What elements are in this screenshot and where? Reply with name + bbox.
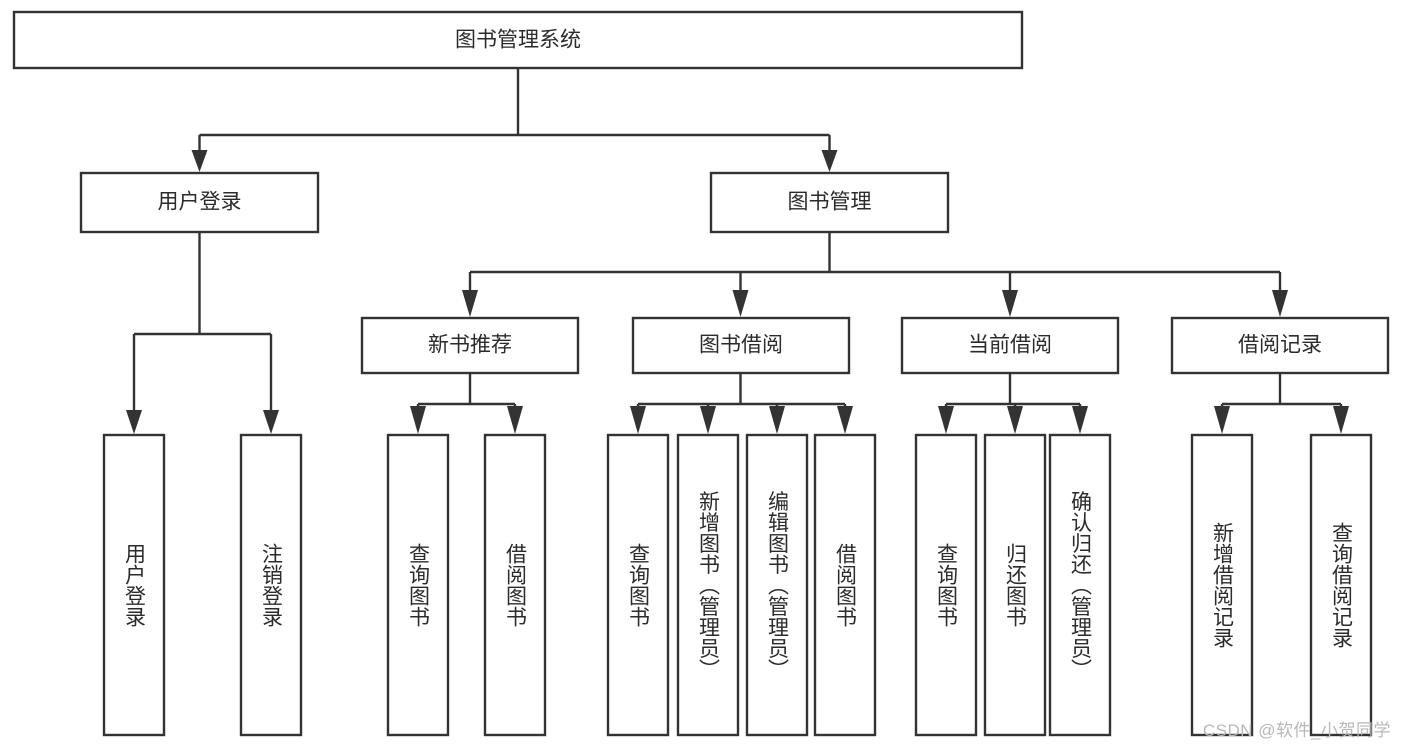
arrow-head-newbook-to-leaf3 <box>410 406 426 434</box>
node-leaf12-box <box>1190 433 1254 737</box>
node-leaf13-box <box>1309 433 1373 737</box>
node-bookmgmt[interactable]: 图书管理 <box>709 171 950 234</box>
node-record-label: 借阅记录 <box>1238 334 1322 357</box>
node-newbook[interactable]: 新书推荐 <box>360 316 580 375</box>
arrow-head-bookmgmt-to-record <box>1272 290 1288 317</box>
node-login[interactable]: 用户登录 <box>79 171 320 234</box>
node-bookmgmt-label: 图书管理 <box>788 191 872 214</box>
arrow-head-borrow-to-leaf6 <box>700 406 716 434</box>
arrow-head-borrow-to-leaf7 <box>769 406 785 434</box>
node-leaf4-box <box>483 433 547 737</box>
node-leaf3-label: 查询图书 <box>407 543 431 627</box>
node-bookmgmt-box <box>709 171 950 234</box>
node-leaf2[interactable]: 注销登录 <box>239 433 303 737</box>
node-leaf13[interactable]: 查询借阅记录 <box>1309 433 1373 737</box>
node-leaf9-label: 查询图书 <box>935 543 959 627</box>
node-leaf3-box <box>386 433 450 737</box>
node-leaf8-label: 借阅图书 <box>834 543 858 627</box>
node-leaf8-box <box>813 433 877 737</box>
arrow-head-current-to-leaf10 <box>1007 406 1023 434</box>
arrow-head-bookmgmt-to-borrow <box>732 290 749 317</box>
connector-group-current <box>938 373 1088 434</box>
node-borrow-box <box>631 316 851 375</box>
connector-group-bookmgmt <box>462 232 1288 317</box>
arrow-head-current-to-leaf11 <box>1072 406 1088 434</box>
node-leaf13-label: 查询借阅记录 <box>1330 522 1354 648</box>
arrow-head-newbook-to-leaf4 <box>507 406 523 434</box>
connector-group-root <box>191 68 838 172</box>
node-borrow[interactable]: 图书借阅 <box>631 316 851 375</box>
node-leaf2-label: 注销登录 <box>260 543 284 627</box>
node-leaf1-label: 用户登录 <box>123 543 147 627</box>
node-borrow-label: 图书借阅 <box>699 334 783 357</box>
node-leaf5-label: 查询图书 <box>627 543 651 627</box>
node-root-box <box>12 10 1024 70</box>
node-leaf6-box <box>676 433 740 737</box>
node-leaf10[interactable]: 归还图书 <box>983 433 1047 737</box>
arrow-head-root-to-login <box>191 150 208 172</box>
node-leaf7[interactable]: 编辑图书（管理员） <box>745 433 809 737</box>
node-leaf6[interactable]: 新增图书（管理员） <box>676 433 740 737</box>
node-leaf9-box <box>914 433 978 737</box>
node-leaf6-label: 新增图书（管理员） <box>697 491 721 680</box>
node-leaf8[interactable]: 借阅图书 <box>813 433 877 737</box>
node-record[interactable]: 借阅记录 <box>1170 316 1390 375</box>
node-leaf9[interactable]: 查询图书 <box>914 433 978 737</box>
node-leaf5[interactable]: 查询图书 <box>606 433 670 737</box>
node-newbook-label: 新书推荐 <box>428 334 512 357</box>
node-root-label: 图书管理系统 <box>455 29 581 52</box>
node-leaf12[interactable]: 新增借阅记录 <box>1190 433 1254 737</box>
node-leaf3[interactable]: 查询图书 <box>386 433 450 737</box>
arrow-head-root-to-bookmgmt <box>821 150 838 172</box>
node-root[interactable]: 图书管理系统 <box>12 10 1024 70</box>
node-current-box <box>900 316 1120 375</box>
node-leaf4-label: 借阅图书 <box>504 543 528 627</box>
arrow-head-current-to-leaf9 <box>938 406 954 434</box>
arrow-head-borrow-to-leaf8 <box>837 406 853 434</box>
connector-group-borrow <box>630 373 853 434</box>
node-record-box <box>1170 316 1390 375</box>
node-leaf4[interactable]: 借阅图书 <box>483 433 547 737</box>
node-leaf12-label: 新增借阅记录 <box>1211 522 1235 648</box>
node-leaf5-box <box>606 433 670 737</box>
arrow-head-login-to-leaf1 <box>126 410 142 434</box>
node-current-label: 当前借阅 <box>968 334 1052 357</box>
arrow-head-login-to-leaf2 <box>263 410 279 434</box>
arrow-head-borrow-to-leaf5 <box>630 406 646 434</box>
node-leaf1-box <box>102 433 166 737</box>
node-leaf11-label: 确认归还（管理员） <box>1069 491 1093 680</box>
node-leaf7-box <box>745 433 809 737</box>
node-leaf7-label: 编辑图书（管理员） <box>766 491 790 680</box>
connector-group-login <box>126 232 279 434</box>
connector-group-newbook <box>410 373 523 434</box>
node-leaf2-box <box>239 433 303 737</box>
arrow-head-bookmgmt-to-current <box>1002 290 1018 317</box>
node-leaf10-label: 归还图书 <box>1004 543 1028 627</box>
node-current[interactable]: 当前借阅 <box>900 316 1120 375</box>
node-login-label: 用户登录 <box>158 191 242 214</box>
node-leaf10-box <box>983 433 1047 737</box>
node-leaf11-box <box>1048 433 1112 737</box>
node-login-box <box>79 171 320 234</box>
arrow-head-record-to-leaf12 <box>1214 406 1230 434</box>
arrow-head-bookmgmt-to-newbook <box>462 290 478 317</box>
arrow-head-record-to-leaf13 <box>1333 406 1349 434</box>
node-leaf1[interactable]: 用户登录 <box>102 433 166 737</box>
node-newbook-box <box>360 316 580 375</box>
node-leaf11[interactable]: 确认归还（管理员） <box>1048 433 1112 737</box>
connector-group-record <box>1214 373 1349 434</box>
